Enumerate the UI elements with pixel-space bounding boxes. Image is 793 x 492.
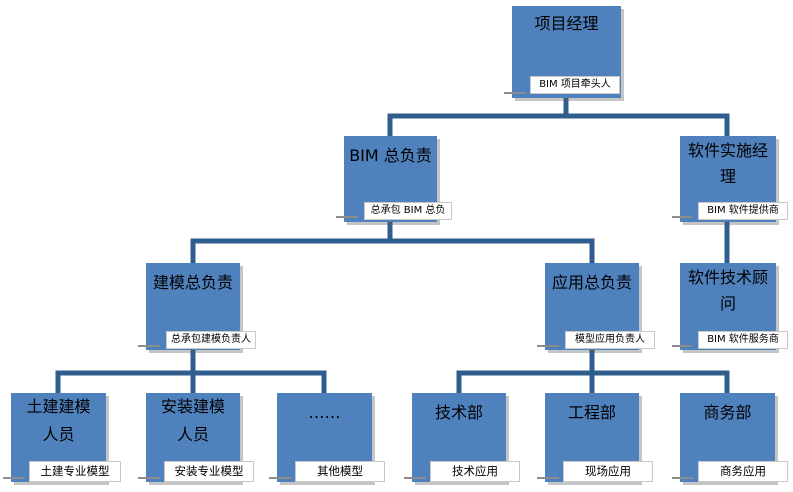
node-title: 土建建模人员 — [26, 397, 91, 444]
node-subtitle: 总承包 BIM 总负 — [364, 202, 452, 220]
node-subtitle: 技术应用 — [430, 461, 520, 482]
node-title: 项目经理 — [534, 14, 599, 33]
node-business-dept: 商务部 商务应用 — [672, 393, 788, 482]
node-subtitle: 模型应用负责人 — [565, 331, 655, 349]
node-title: 应用总负责 — [551, 273, 632, 292]
node-subtitle: 总承包建模负责人 — [166, 331, 256, 349]
node-subtitle: BIM 软件服务商 — [698, 331, 788, 349]
node-software-manager: 软件实施经理 BIM 软件提供商 — [672, 136, 788, 222]
node-title: 安装建模人员 — [160, 397, 225, 444]
node-title: …… — [308, 403, 341, 422]
node-subtitle: 其他模型 — [295, 461, 385, 482]
node-installation-modelers: 安装建模人员 安装专业模型 — [138, 393, 254, 482]
node-engineering-dept: 工程部 现场应用 — [537, 393, 653, 482]
label-dash — [672, 345, 692, 347]
label-dash — [672, 216, 692, 218]
label-dash — [537, 345, 559, 347]
node-technical-dept: 技术部 技术应用 — [404, 393, 520, 482]
node-software-advisor: 软件技术顾问 BIM 软件服务商 — [672, 263, 788, 350]
node-title: 工程部 — [567, 403, 616, 422]
node-application-lead: 应用总负责 模型应用负责人 — [537, 263, 655, 350]
node-title: 建模总负责 — [152, 273, 233, 292]
node-title: 商务部 — [703, 403, 752, 422]
label-dash — [504, 92, 526, 94]
label-dash — [672, 477, 694, 479]
label-dash — [138, 477, 160, 479]
node-subtitle: BIM 软件提供商 — [698, 202, 788, 220]
label-dash — [3, 477, 25, 479]
label-dash — [336, 216, 358, 218]
node-subtitle: 安装专业模型 — [164, 461, 254, 482]
node-civil-modelers: 土建建模人员 土建专业模型 — [3, 393, 121, 482]
label-dash — [269, 477, 291, 479]
node-project-manager: 项目经理 BIM 项目牵头人 — [504, 6, 621, 98]
node-other-models: …… 其他模型 — [269, 393, 385, 482]
node-subtitle: BIM 项目牵头人 — [530, 76, 620, 94]
node-subtitle: 商务应用 — [698, 461, 788, 482]
node-title: 技术部 — [434, 403, 483, 422]
node-title: 软件实施经理 — [687, 141, 768, 186]
label-dash — [537, 477, 559, 479]
node-subtitle: 土建专业模型 — [29, 461, 121, 482]
node-modeling-lead: 建模总负责 总承包建模负责人 — [138, 263, 256, 350]
node-subtitle: 现场应用 — [563, 461, 653, 482]
node-title: BIM 总负责 — [349, 146, 432, 165]
label-dash — [404, 477, 426, 479]
node-title: 软件技术顾问 — [687, 268, 768, 313]
node-bim-lead: BIM 总负责 总承包 BIM 总负 — [336, 136, 452, 222]
label-dash — [138, 345, 160, 347]
